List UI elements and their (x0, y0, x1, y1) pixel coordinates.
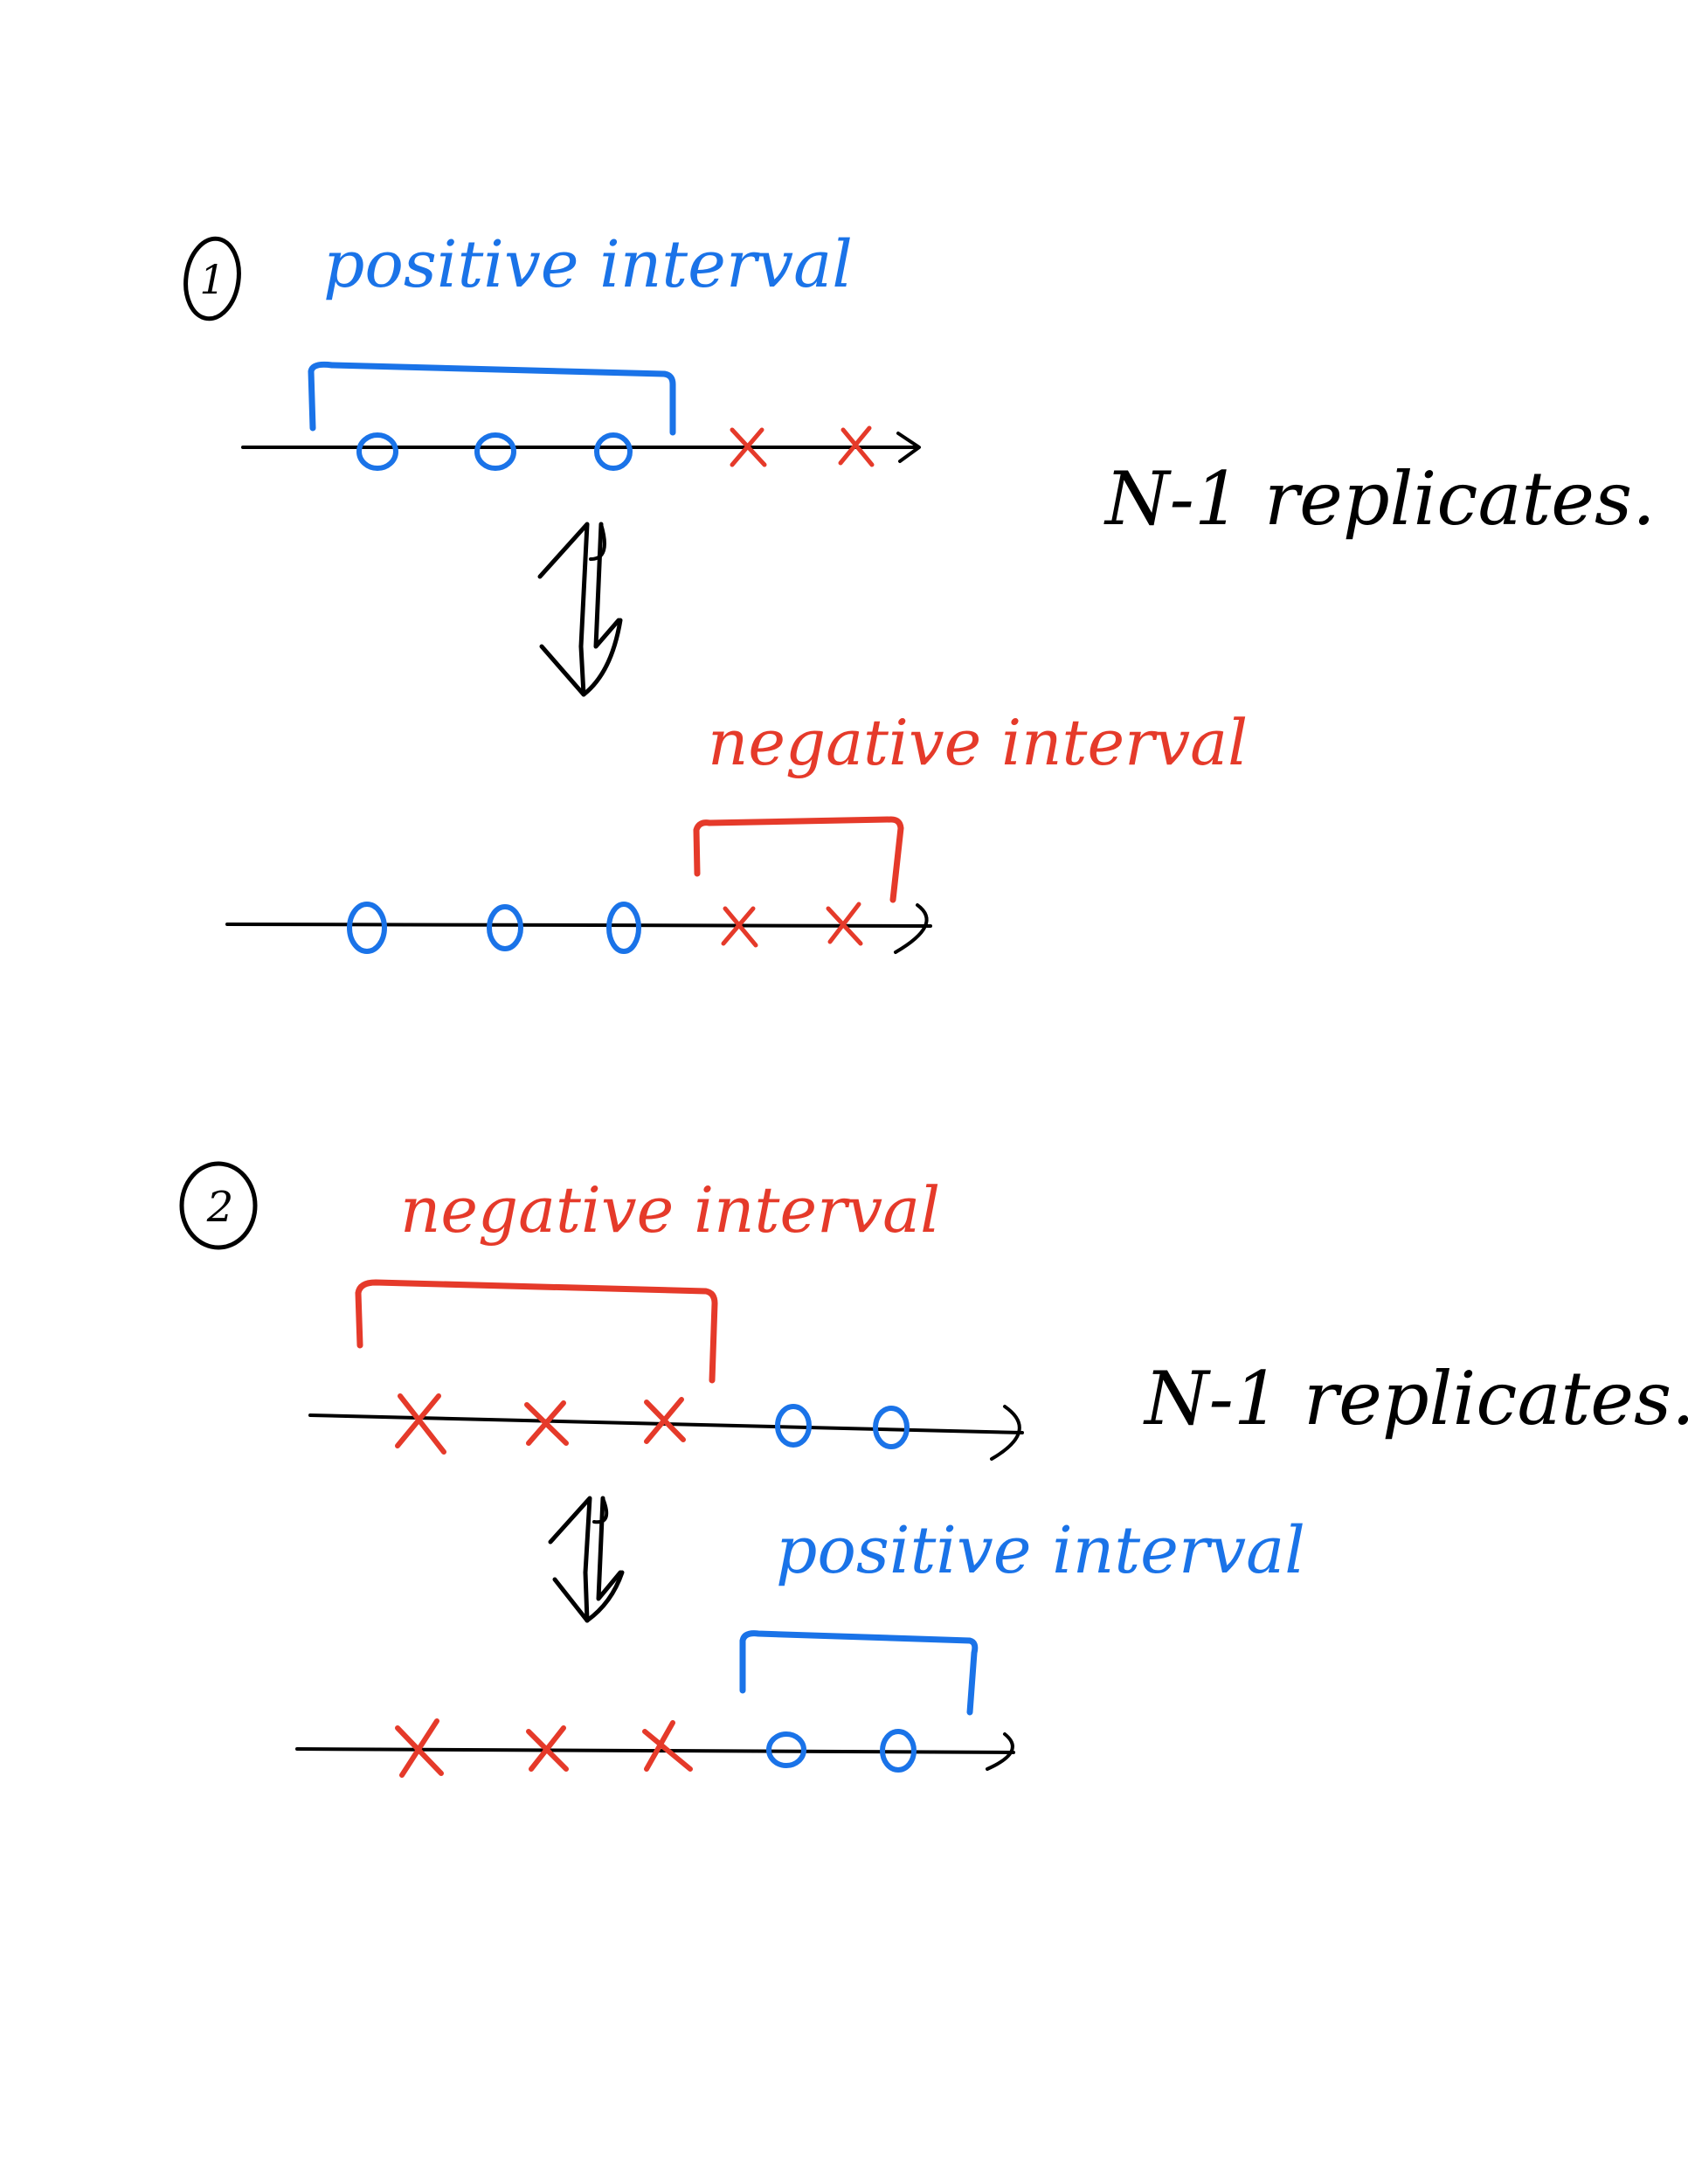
positive-mark-o (487, 904, 523, 951)
negative-mark-x (838, 425, 875, 467)
scenario-2-top-marks (395, 1393, 910, 1455)
scenario-2-number-badge: 2 (179, 1161, 258, 1250)
positive-mark-o (474, 432, 516, 471)
scenario-2-double-arrow-icon (548, 1496, 625, 1623)
positive-mark-o (766, 1731, 806, 1768)
scenario-1-top-marks (356, 425, 875, 471)
scenario-2-number: 2 (206, 1183, 234, 1232)
positive-mark-o (775, 1404, 812, 1448)
negative-mark-x (524, 1400, 569, 1446)
scenario-2-bottom-bracket (739, 1630, 979, 1716)
scenario-2: 2 negative interval N-1 replicates. (179, 1161, 1688, 1778)
scenario-1-bottom-label: negative interval (708, 706, 1248, 779)
positive-mark-o (347, 902, 387, 954)
scenario-1-bottom-bracket (693, 816, 904, 903)
negative-mark-x (826, 902, 863, 946)
scenario-1: 1 positive interval N-1 replicates. (183, 227, 1656, 954)
positive-mark-o (606, 902, 641, 954)
negative-mark-x (730, 427, 767, 467)
negative-mark-x (644, 1397, 686, 1444)
negative-mark-x (721, 906, 758, 948)
negative-mark-x (395, 1718, 444, 1778)
scenario-1-top-axis (241, 432, 921, 463)
positive-mark-o (356, 432, 398, 471)
scenario-2-bottom-marks (395, 1718, 917, 1778)
scenario-1-double-arrow-icon (537, 522, 623, 697)
scenario-1-side-note: N-1 replicates. (1103, 456, 1656, 542)
scenario-1-number-badge: 1 (183, 236, 241, 321)
positive-mark-o (873, 1406, 910, 1449)
scenario-1-top-bracket (308, 361, 676, 436)
negative-mark-x (642, 1720, 693, 1772)
scenario-2-top-bracket (355, 1279, 718, 1384)
scenario-2-bottom-label: positive interval (776, 1513, 1305, 1588)
positive-mark-o (880, 1729, 917, 1773)
negative-mark-x (526, 1725, 569, 1772)
scenario-1-bottom-axis (225, 903, 932, 954)
scenario-2-top-label: negative interval (400, 1173, 940, 1247)
scenario-1-top-label: positive interval (323, 227, 853, 302)
negative-mark-x (395, 1393, 446, 1455)
scenario-1-bottom-marks (347, 902, 863, 954)
scenario-1-number: 1 (199, 256, 225, 303)
positive-mark-o (594, 432, 633, 471)
scenario-2-side-note: N-1 replicates. (1143, 1356, 1688, 1441)
